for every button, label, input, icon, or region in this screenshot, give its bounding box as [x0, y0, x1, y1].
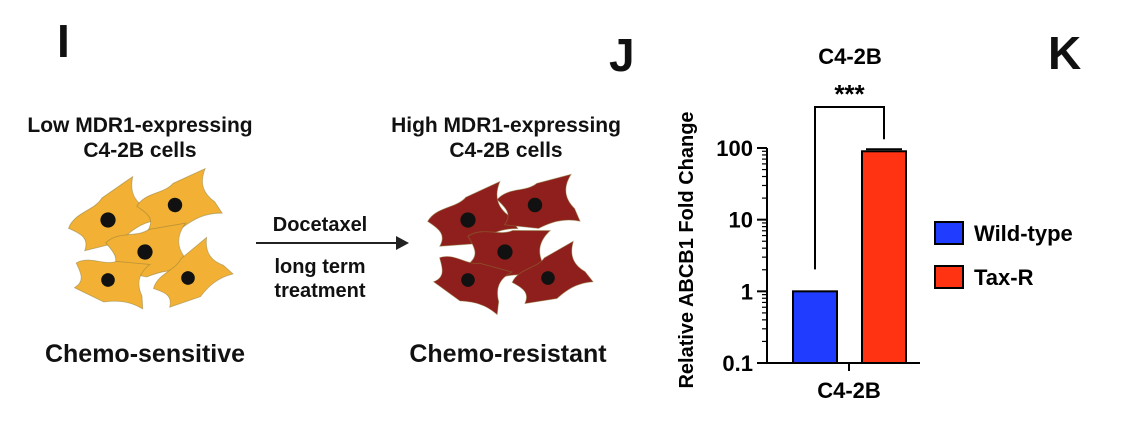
- sensitive-cell-5: [152, 236, 234, 308]
- left-cells-title-line2: C4-2B cells: [83, 139, 197, 162]
- left-cells-title-line1: Low MDR1-expressing: [27, 114, 253, 137]
- y-tick-label: 100: [716, 136, 753, 161]
- treatment-arrow-head: [396, 236, 409, 250]
- treatment-label-bottom: long term treatment: [255, 255, 385, 303]
- treatment-label-bottom-line2: treatment: [274, 280, 366, 302]
- sensitive-cell-2: [136, 167, 223, 231]
- chemo-resistant-caption: Chemo-resistant: [409, 340, 607, 368]
- legend-swatch-tax-r: [934, 265, 964, 289]
- significance-stars: ***: [834, 79, 865, 109]
- bar-wild-type: [792, 290, 838, 365]
- panel-letter-i: I: [57, 15, 70, 67]
- panel-letter-j: J: [609, 29, 635, 81]
- treatment-label-top: Docetaxel: [272, 214, 368, 236]
- significance-bracket: ***: [814, 79, 885, 270]
- sensitive-cell-4: [73, 259, 151, 310]
- y-axis-label: Relative ABCB1 Fold Change: [676, 111, 698, 388]
- resistant-cell-4: [432, 256, 514, 316]
- resistant-cells: [427, 173, 594, 316]
- resistant-cell-2: [496, 173, 581, 229]
- bar-tax-r: [861, 150, 907, 364]
- bars: [792, 148, 907, 365]
- panel-letter-k: K: [1048, 27, 1082, 79]
- legend-label-wild-type: Wild-type: [974, 221, 1073, 246]
- y-tick-label: 1: [741, 279, 753, 304]
- right-cells-title-line1: High MDR1-expressing: [391, 114, 621, 137]
- right-cells-title-line2: C4-2B cells: [449, 139, 563, 162]
- right-cells-title: High MDR1-expressing C4-2B cells: [370, 113, 642, 163]
- resistant-cell-5: [511, 240, 594, 305]
- legend-label-tax-r: Tax-R: [974, 265, 1034, 290]
- sensitive-cells: [67, 167, 234, 310]
- treatment-label-bottom-line1: long term: [274, 256, 366, 278]
- legend-swatch-wild-type: [934, 221, 964, 245]
- chemo-sensitive-caption: Chemo-sensitive: [44, 340, 246, 368]
- chart-title: C4-2B: [818, 44, 882, 69]
- left-cells-title: Low MDR1-expressing C4-2B cells: [10, 113, 270, 163]
- y-tick-label: 10: [729, 208, 753, 233]
- significance-line: [814, 106, 885, 270]
- y-tick-label: 0.1: [722, 351, 753, 376]
- x-axis-label: C4-2B: [817, 378, 881, 403]
